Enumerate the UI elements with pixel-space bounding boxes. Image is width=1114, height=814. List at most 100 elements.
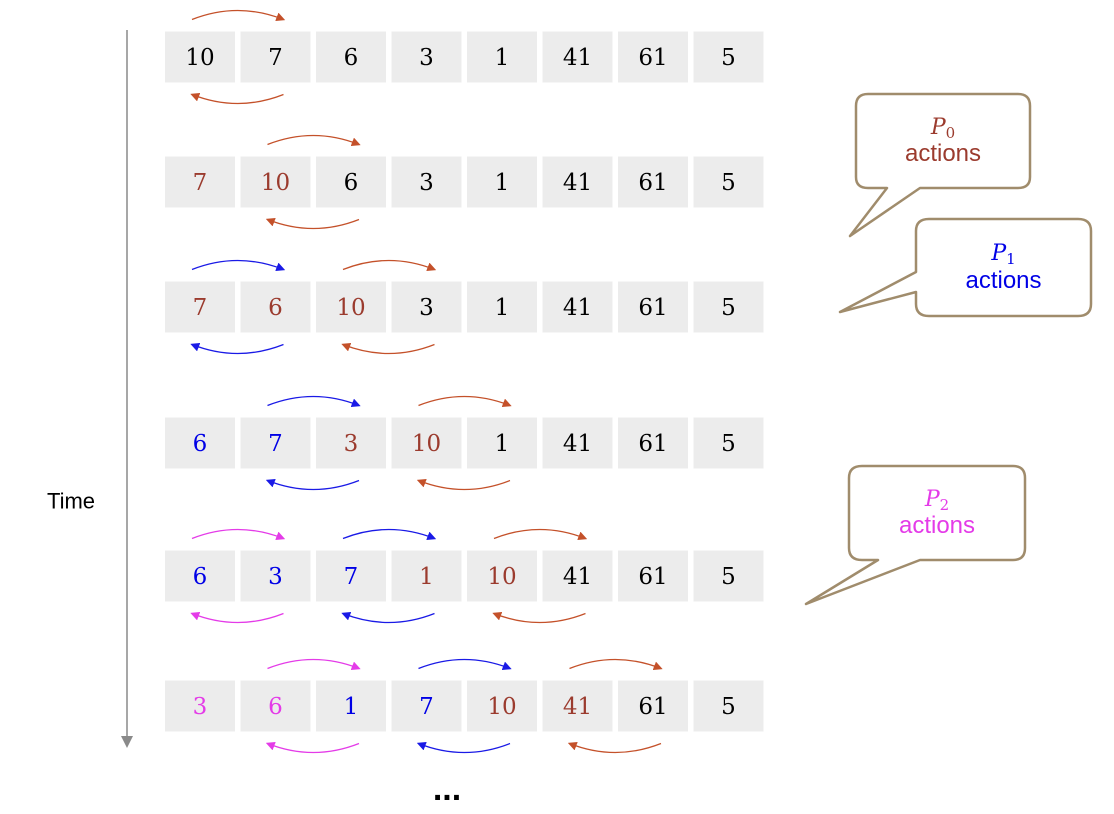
array-cell xyxy=(693,550,764,602)
swap-arc-forward xyxy=(191,9,286,22)
swap-arc-forward xyxy=(569,658,663,671)
array-cell-value: 41 xyxy=(563,170,592,196)
array-cell-value: 7 xyxy=(268,45,283,71)
array-cell-value: 1 xyxy=(495,431,510,457)
array-cell-value: 41 xyxy=(563,45,592,71)
swap-arc-backward xyxy=(341,611,435,624)
array-cell xyxy=(542,156,613,208)
array-cell-value: 5 xyxy=(721,45,736,71)
array-cell-value: 3 xyxy=(419,45,434,71)
array-cell xyxy=(391,550,462,602)
swap-arc-backward xyxy=(341,342,435,355)
array-cell-value: 1 xyxy=(419,564,434,590)
callout-p2-proc: P2 xyxy=(924,486,950,514)
array-cell-value: 6 xyxy=(344,45,359,71)
array-cell xyxy=(316,156,386,208)
swap-arc-forward xyxy=(267,395,361,408)
array-cell-value: 10 xyxy=(412,431,441,457)
array-cell xyxy=(542,281,613,333)
callout-p1-label: actions xyxy=(965,266,1042,294)
array-cell xyxy=(618,281,688,333)
array-cell xyxy=(467,417,537,469)
array-cell-value: 61 xyxy=(638,295,667,321)
array-cell xyxy=(391,281,462,333)
callout-p2-bubble xyxy=(804,464,1027,606)
swap-arc-backward xyxy=(190,92,284,105)
array-cell xyxy=(467,31,537,83)
array-cell-value: 10 xyxy=(487,564,516,590)
array-cell xyxy=(467,550,537,602)
array-cell-value: 1 xyxy=(495,295,510,321)
array-cell xyxy=(693,156,764,208)
array-cell xyxy=(467,156,537,208)
callout-p0-text: P0 actions xyxy=(858,98,1028,186)
array-cell xyxy=(618,680,688,732)
array-cell-value: 41 xyxy=(563,564,592,590)
swap-arc-forward xyxy=(418,395,512,408)
array-cell xyxy=(165,156,235,208)
array-cell-value: 7 xyxy=(193,295,208,321)
array-cell-value: 7 xyxy=(268,431,283,457)
callout-p0-label: actions xyxy=(904,140,982,168)
swap-arc-backward xyxy=(416,741,511,754)
array-cell-value: 6 xyxy=(193,564,208,590)
array-cell-value: 5 xyxy=(721,564,736,590)
callout-p2-label: actions xyxy=(898,512,976,540)
array-cell-value: 61 xyxy=(638,694,667,720)
callout-p1-bubble xyxy=(838,217,1093,318)
array-cell xyxy=(542,31,613,83)
swap-arc-backward xyxy=(492,611,586,624)
array-cell xyxy=(542,417,613,469)
array-cell-value: 7 xyxy=(344,564,359,590)
array-cell-value: 1 xyxy=(344,694,359,720)
array-cell-value: 7 xyxy=(193,170,208,196)
array-cell xyxy=(240,31,311,83)
array-cell-value: 3 xyxy=(419,295,434,321)
array-cell xyxy=(467,281,537,333)
callout-p2-text: P2 actions xyxy=(851,470,1023,558)
array-cell xyxy=(391,680,462,732)
array-cell xyxy=(316,680,386,732)
array-cell-value: 41 xyxy=(563,431,592,457)
array-cell xyxy=(165,680,235,732)
array-cell xyxy=(693,417,764,469)
array-cell-value: 1 xyxy=(495,45,510,71)
array-cell xyxy=(618,31,688,83)
array-cell xyxy=(542,550,613,602)
array-cell-value: 10 xyxy=(487,694,516,720)
array-cell xyxy=(240,550,311,602)
array-cell-value: 5 xyxy=(721,431,736,457)
array-cell xyxy=(240,680,311,732)
array-cell-value: 5 xyxy=(721,694,736,720)
array-cell xyxy=(618,417,688,469)
array-cell xyxy=(693,31,764,83)
array-cell-value: 3 xyxy=(268,564,283,590)
array-cell-value: 1 xyxy=(495,170,510,196)
array-cell xyxy=(316,550,386,602)
array-cell-value: 7 xyxy=(419,694,434,720)
swap-arc-forward xyxy=(342,528,437,541)
array-cell-value: 41 xyxy=(563,295,592,321)
array-cell xyxy=(165,281,235,333)
array-cell xyxy=(391,31,462,83)
array-cell xyxy=(165,31,235,83)
array-cell xyxy=(240,281,311,333)
swap-arc-forward xyxy=(418,658,512,671)
swap-arc-backward xyxy=(567,741,662,754)
array-cell-value: 6 xyxy=(344,170,359,196)
array-cell xyxy=(467,680,537,732)
array-cell xyxy=(165,550,235,602)
swap-arc-forward xyxy=(191,528,286,541)
swap-arc-forward xyxy=(342,259,437,272)
continuation-ellipsis: ... xyxy=(433,770,461,808)
array-cell-value: 61 xyxy=(638,45,667,71)
swap-arc-backward xyxy=(190,342,284,355)
array-cell xyxy=(618,550,688,602)
array-cell-value: 41 xyxy=(563,694,592,720)
array-cell-value: 3 xyxy=(344,431,359,457)
array-cell xyxy=(316,281,386,333)
array-cell-value: 6 xyxy=(268,295,283,321)
swap-arc-backward xyxy=(265,217,360,230)
swap-arc-forward xyxy=(493,528,588,541)
